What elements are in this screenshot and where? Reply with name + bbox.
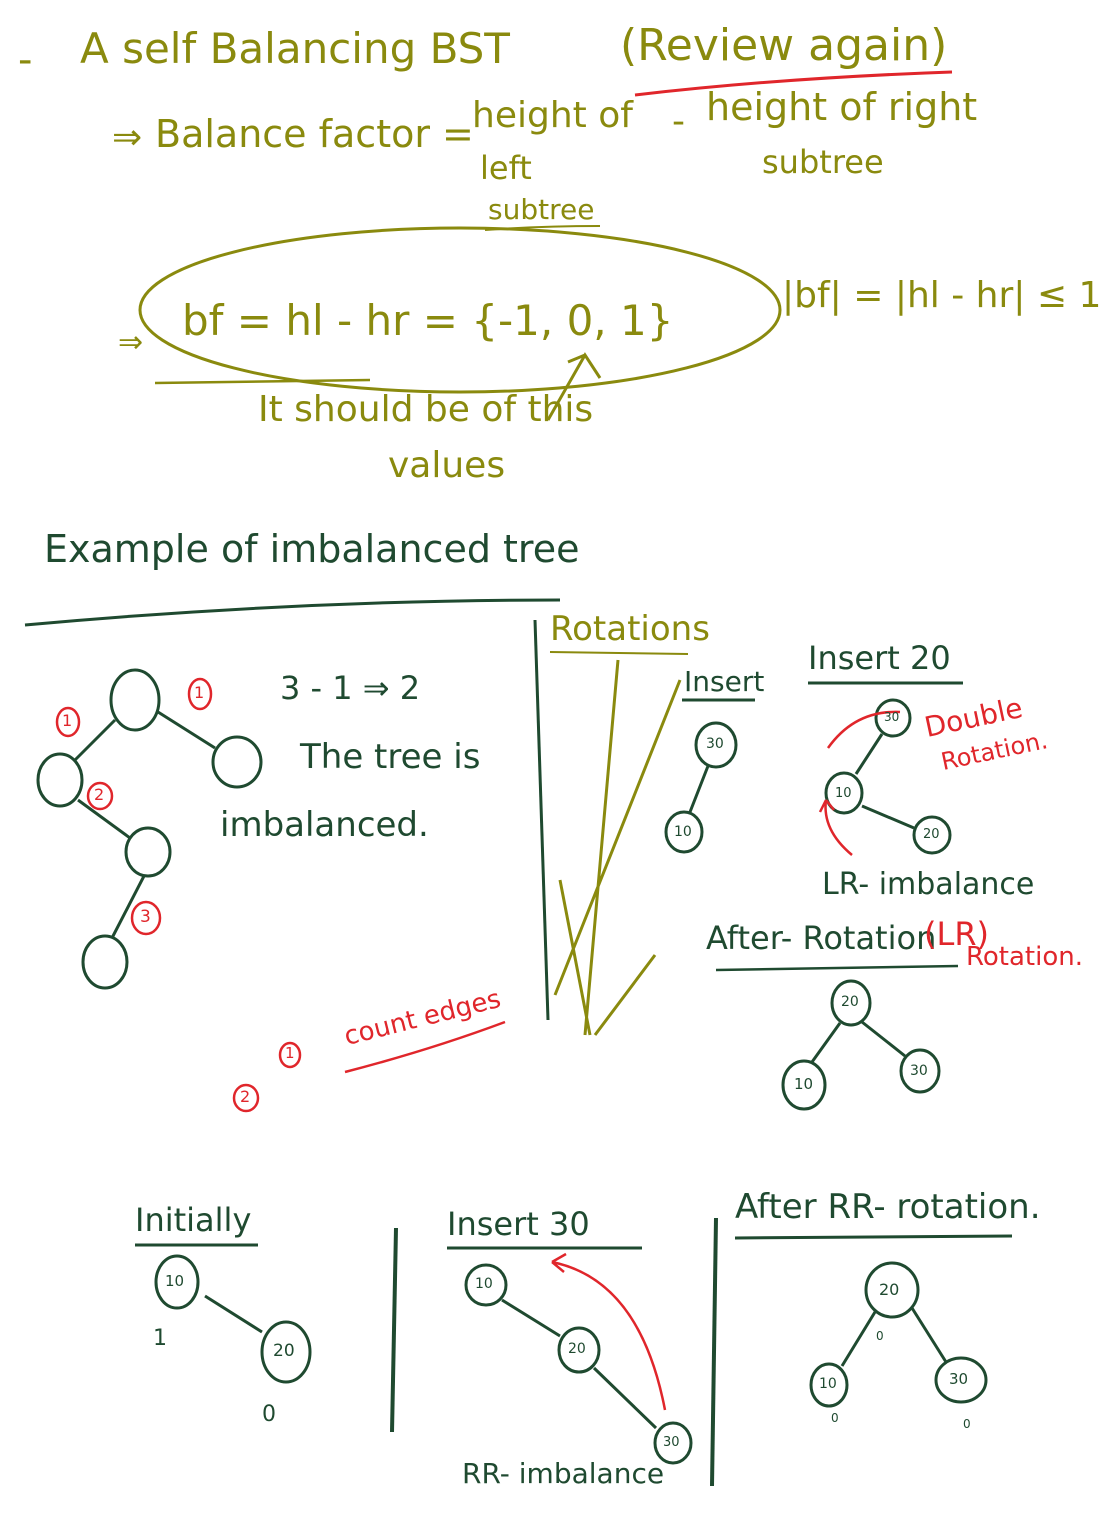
insert-30-label: Insert 30 xyxy=(447,1205,590,1243)
rotations-underline xyxy=(549,651,689,655)
bf-left-term: height of xyxy=(472,95,633,136)
lr-imbalance-label: LR- imbalance xyxy=(822,867,1035,902)
after-rotation-label: After- Rotation xyxy=(706,919,937,957)
imbalanced-tree xyxy=(36,668,263,990)
note-arrow xyxy=(546,352,602,421)
after-rr-bf-30: 0 xyxy=(963,1417,971,1431)
node-20b: 20 xyxy=(923,827,940,842)
lr-label: (LR) xyxy=(924,915,990,953)
after-rr-tree xyxy=(734,1234,1013,1408)
rr-tree xyxy=(447,1246,693,1465)
lr-tree xyxy=(808,681,963,855)
example-msg-1: The tree is xyxy=(300,737,481,777)
formula-note-1: It should be of this xyxy=(258,389,594,430)
after-rr-node-10: 10 xyxy=(819,1376,837,1392)
bf-right-term-2: subtree xyxy=(762,143,884,181)
badge-2: 2 xyxy=(94,785,105,804)
rotations-heading: Rotations xyxy=(550,609,710,649)
formula-abs: |bf| = |hl - hr| ≤ 1 xyxy=(782,275,1101,316)
initially-label: Initially xyxy=(135,1201,252,1239)
init-node-10: 10 xyxy=(165,1272,185,1290)
bf-minus: - xyxy=(672,101,685,142)
rr-node-30: 30 xyxy=(663,1435,680,1450)
bf-arrow: ⇒ xyxy=(112,117,143,158)
example-underline xyxy=(24,598,561,627)
insert-tree xyxy=(664,698,755,854)
init-bf-1: 1 xyxy=(153,1326,167,1351)
node-10: 10 xyxy=(674,824,692,840)
after-rr-node-30: 30 xyxy=(949,1370,969,1388)
after-rr-label: After RR- rotation. xyxy=(735,1187,1041,1227)
count-edges-underline xyxy=(344,1020,506,1074)
formula-arrow: ⇒ xyxy=(118,325,144,360)
insert-label: Insert xyxy=(684,665,765,698)
initial-tree xyxy=(135,1243,312,1384)
count-badge-2: 2 xyxy=(240,1087,251,1106)
insert-20-label: Insert 20 xyxy=(808,639,951,677)
divider-green-1 xyxy=(533,619,550,1021)
badge-left-1: 1 xyxy=(62,711,73,730)
formula-ellipse xyxy=(138,226,782,394)
formula-expr: bf = hl - hr = {-1, 0, 1} xyxy=(182,296,674,345)
example-msg-2: imbalanced. xyxy=(220,805,429,845)
rotation-label-2: Rotation. xyxy=(966,942,1083,972)
bf-right-term: height of right xyxy=(706,85,978,129)
after-rr-bf-10: 0 xyxy=(831,1411,839,1425)
node-30c: 30 xyxy=(910,1063,928,1079)
node-10b: 10 xyxy=(835,786,852,801)
badge-right-1: 1 xyxy=(194,683,205,702)
node-20c: 20 xyxy=(841,994,859,1010)
example-heading: Example of imbalanced tree xyxy=(44,527,580,571)
rr-imbalance-label: RR- imbalance xyxy=(462,1457,665,1490)
rr-node-20: 20 xyxy=(568,1341,586,1357)
imbalance-badges xyxy=(55,677,302,1113)
divider-bottom-1 xyxy=(390,1227,398,1433)
bf-left-term-3: subtree xyxy=(488,193,595,226)
after-lr-tree xyxy=(781,979,941,1111)
bf-lead: Balance factor = xyxy=(155,112,474,156)
count-badge-1: 1 xyxy=(285,1044,295,1062)
divider-olive-1 xyxy=(553,659,682,1036)
after-rr-bf-20: 0 xyxy=(876,1329,884,1343)
node-30: 30 xyxy=(706,736,724,752)
rr-arrow xyxy=(551,1252,667,1411)
page-title: A self Balancing BST xyxy=(80,24,510,73)
lr-arrows xyxy=(818,710,901,856)
init-bf-0: 0 xyxy=(262,1402,276,1427)
divider-bottom-2 xyxy=(710,1217,718,1487)
after-rr-node-20: 20 xyxy=(879,1280,900,1299)
init-node-20: 20 xyxy=(273,1341,295,1361)
header-dash: - xyxy=(18,37,33,83)
bf-underline xyxy=(154,378,371,385)
example-calc: 3 - 1 ⇒ 2 xyxy=(280,669,421,707)
review-note: (Review again) xyxy=(620,20,948,71)
node-10c: 10 xyxy=(794,1075,814,1093)
review-underline xyxy=(634,70,953,97)
node-30b: 30 xyxy=(884,710,900,724)
badge-3: 3 xyxy=(140,907,151,927)
bf-left-term-2: left xyxy=(480,149,532,187)
formula-note-2: values xyxy=(388,445,506,486)
after-rotation-underline xyxy=(715,964,959,972)
rr-node-10: 10 xyxy=(475,1276,493,1292)
